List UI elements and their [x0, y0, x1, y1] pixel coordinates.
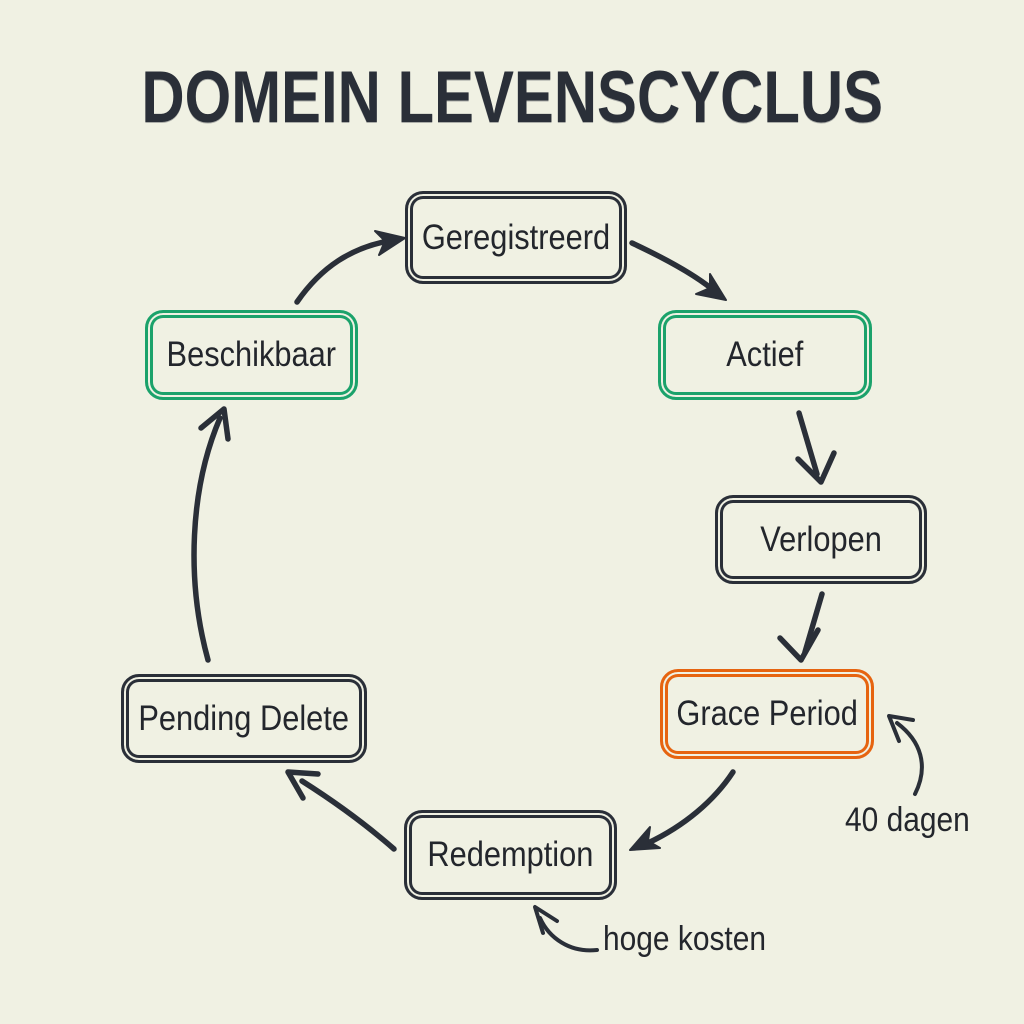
node-beschikbaar: Beschikbaar	[145, 310, 358, 400]
diagram-title: DOMEIN LEVENSCYCLUS	[0, 56, 1024, 139]
node-grace-period: Grace Period	[660, 669, 874, 759]
arrow-actief-to-verlopen	[795, 410, 837, 485]
arrow-verlopen-to-grace-period	[777, 591, 825, 663]
node-pending-delete: Pending Delete	[121, 674, 367, 763]
arrow-40-dagen-to-grace-period	[887, 714, 924, 796]
arrow-hoge-kosten-to-redemption	[533, 905, 599, 953]
node-redemption: Redemption	[404, 810, 617, 900]
node-geregistreerd: Geregistreerd	[405, 191, 627, 284]
annotation-text: hoge kosten	[603, 920, 767, 958]
node-actief: Actief	[658, 310, 872, 400]
arrow-grace-period-to-redemption	[629, 769, 736, 851]
node-label: Geregistreerd	[421, 217, 611, 257]
arrow-redemption-to-pending-delete	[285, 769, 397, 852]
annotation-text: 40 dagen	[845, 801, 970, 839]
arrow-pending-delete-to-beschikbaar	[191, 406, 231, 663]
node-label: Pending Delete	[138, 698, 350, 738]
node-label: Redemption	[427, 835, 594, 874]
node-label: Beschikbaar	[166, 335, 337, 374]
arrow-geregistreerd-to-actief	[629, 240, 727, 301]
diagram-title-text: DOMEIN LEVENSCYCLUS	[141, 57, 883, 138]
node-label: Grace Period	[676, 694, 858, 733]
arrow-beschikbaar-to-geregistreerd	[294, 230, 406, 305]
annotation-40-dagen: 40 dagen	[845, 801, 987, 840]
node-verlopen: Verlopen	[715, 495, 927, 584]
node-label: Verlopen	[760, 519, 882, 559]
node-label: Actief	[726, 335, 804, 374]
annotation-hoge-kosten: hoge kosten	[603, 920, 788, 959]
